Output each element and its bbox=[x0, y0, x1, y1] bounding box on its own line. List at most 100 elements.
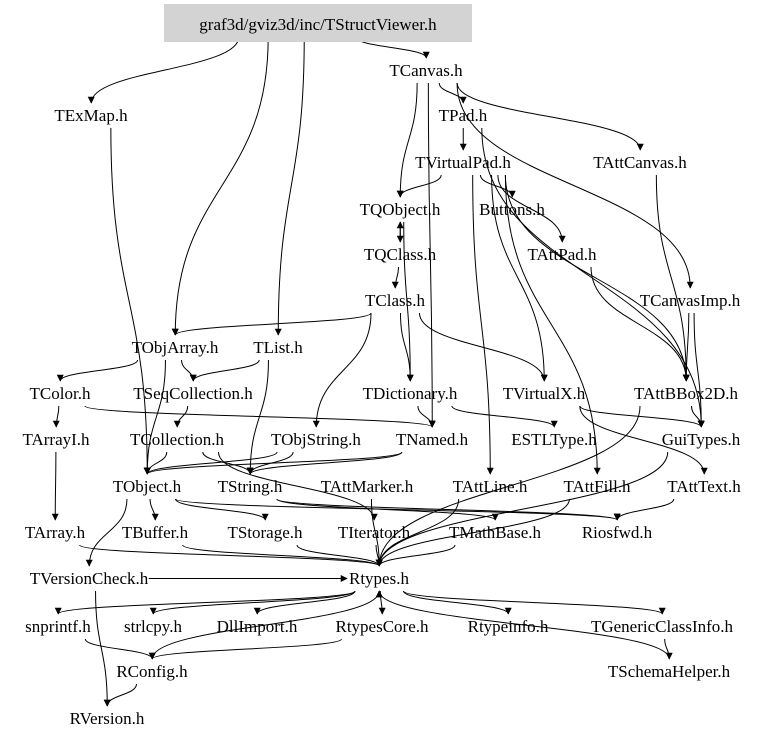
edge-tvirtualx-to-tatttext bbox=[579, 405, 708, 475]
edge-tcanvas-to-tnamed bbox=[427, 82, 436, 428]
node-tarrayi[interactable]: TArrayI.h bbox=[22, 430, 90, 449]
edge-texmap-to-tobject bbox=[110, 127, 151, 475]
edge-tattcanvas-to-tattbbox2d bbox=[655, 174, 690, 382]
node-tgenericclassinfo[interactable]: TGenericClassInfo.h bbox=[591, 617, 734, 636]
node-riosfwd[interactable]: Riosfwd.h bbox=[582, 523, 653, 542]
edge-rconfig-to-rversion bbox=[103, 683, 137, 707]
edge-rtypes-to-tgenericclassinfo bbox=[402, 590, 666, 615]
node-rtypeinfo[interactable]: Rtypeinfo.h bbox=[468, 617, 549, 636]
node-tatttext[interactable]: TAttText.h bbox=[667, 477, 741, 496]
node-tattfill[interactable]: TAttFill.h bbox=[563, 477, 631, 496]
edge-tcanvas-to-tpad bbox=[438, 82, 467, 104]
node-tcolor[interactable]: TColor.h bbox=[30, 384, 91, 403]
edge-tcolor-to-tarrayi bbox=[52, 405, 60, 428]
edge-tobjarray-to-tobject bbox=[143, 359, 166, 475]
node-tarray[interactable]: TArray.h bbox=[25, 523, 86, 542]
node-tnamed[interactable]: TNamed.h bbox=[396, 430, 469, 449]
edge-tqobject-to-tdictionary bbox=[403, 221, 414, 382]
node-tdictionary[interactable]: TDictionary.h bbox=[363, 384, 458, 403]
node-buttons[interactable]: Buttons.h bbox=[479, 200, 545, 219]
node-tobjarray[interactable]: TObjArray.h bbox=[132, 338, 219, 357]
node-snprintf[interactable]: snprintf.h bbox=[25, 617, 91, 636]
node-guitypes[interactable]: GuiTypes.h bbox=[662, 430, 741, 449]
edge-tschemahelper-to-rtypes bbox=[375, 590, 670, 660]
edge-rtypes-to-rtypeinfo bbox=[402, 590, 512, 615]
node-rtypescore[interactable]: RtypesCore.h bbox=[335, 617, 429, 636]
node-rconfig[interactable]: RConfig.h bbox=[116, 662, 188, 681]
edge-tobject-to-riosfwd bbox=[175, 498, 621, 521]
node-tqclass[interactable]: TQClass.h bbox=[364, 245, 437, 264]
node-tqobject[interactable]: TQObject.h bbox=[360, 200, 441, 219]
node-tobjstring[interactable]: TObjString.h bbox=[271, 430, 361, 449]
edge-tclass-to-tobjstring bbox=[312, 312, 372, 428]
edge-tattpad-to-tattbbox2d bbox=[590, 266, 690, 382]
edge-tcanvas-to-tqobject bbox=[396, 82, 418, 198]
node-tattcanvas[interactable]: TAttCanvas.h bbox=[593, 153, 687, 172]
edge-tclass-to-tdictionary bbox=[399, 312, 414, 382]
node-tattbbox2d[interactable]: TAttBBox2D.h bbox=[634, 384, 738, 403]
node-tvirtualx[interactable]: TVirtualX.h bbox=[503, 384, 586, 403]
edge-rtypes-to-dllimport bbox=[253, 590, 356, 615]
edge-tarray-to-rtypes bbox=[79, 544, 383, 567]
edge-tvirtualpad-to-tvirtualx bbox=[491, 174, 548, 382]
node-titerator[interactable]: TIterator.h bbox=[338, 523, 411, 542]
edge-tattmarker-to-rtypes bbox=[370, 498, 383, 567]
node-tclass[interactable]: TClass.h bbox=[365, 291, 425, 310]
edge-tclass-to-tvirtualx bbox=[418, 312, 548, 382]
node-tattline[interactable]: TAttLine.h bbox=[453, 477, 528, 496]
edge-tobjstring-to-tobject bbox=[143, 451, 278, 475]
edge-tattbbox2d-to-guitypes bbox=[690, 405, 705, 428]
root-node-background bbox=[164, 4, 472, 42]
node-rtypes[interactable]: Rtypes.h bbox=[349, 569, 409, 588]
edge-rtypes-to-snprintf bbox=[54, 590, 356, 615]
edge-tvirtualpad-to-tattpad bbox=[497, 174, 566, 243]
edge-rconfig-to-rtypes bbox=[151, 590, 383, 660]
node-dllimport[interactable]: DllImport.h bbox=[217, 617, 298, 636]
node-tattpad[interactable]: TAttPad.h bbox=[528, 245, 597, 264]
node-tbuffer[interactable]: TBuffer.h bbox=[122, 523, 189, 542]
edge-tcolor-to-tnamed bbox=[84, 405, 436, 428]
edge-tvirtualx-to-guitypes bbox=[579, 405, 705, 428]
edge-tclass-to-tobjarray bbox=[171, 312, 372, 336]
edge-tvirtualpad-to-tattbbox2d bbox=[504, 174, 690, 382]
edge-tcanvas-to-tattcanvas bbox=[456, 82, 644, 151]
edge-tseqcollection-to-tcollection bbox=[173, 405, 189, 428]
edge-layer bbox=[51, 36, 708, 707]
root-node[interactable]: graf3d/gviz3d/inc/TStructViewer.h bbox=[199, 15, 437, 34]
node-tattmarker[interactable]: TAttMarker.h bbox=[321, 477, 414, 496]
edge-tcanvasimp-to-guitypes bbox=[693, 312, 705, 428]
node-tcollection[interactable]: TCollection.h bbox=[130, 430, 224, 449]
node-tseqcollection[interactable]: TSeqCollection.h bbox=[133, 384, 253, 403]
node-estltype[interactable]: ESTLType.h bbox=[511, 430, 597, 449]
edge-tnamed-to-tstring bbox=[246, 451, 403, 475]
edge-tstring-to-tmathbase bbox=[276, 498, 499, 521]
edge-guitypes-to-rtypes bbox=[375, 451, 669, 567]
node-rversion[interactable]: RVersion.h bbox=[70, 709, 145, 728]
node-tcanvasimp[interactable]: TCanvasImp.h bbox=[640, 291, 741, 310]
node-tversioncheck[interactable]: TVersionCheck.h bbox=[30, 569, 149, 588]
edge-tobjarray-to-tcolor bbox=[56, 359, 139, 382]
edge-root-to-texmap bbox=[87, 36, 240, 104]
edge-tqclass-to-tclass bbox=[391, 266, 399, 289]
node-tobject[interactable]: TObject.h bbox=[113, 477, 182, 496]
edge-tnamed-to-tobject bbox=[143, 451, 403, 475]
edge-tarrayi-to-tarray bbox=[51, 451, 59, 521]
node-tmathbase[interactable]: TMathBase.h bbox=[449, 523, 542, 542]
edge-tcanvas-to-tcanvasimp bbox=[456, 82, 694, 289]
node-tschemahelper[interactable]: TSchemaHelper.h bbox=[608, 662, 731, 681]
node-tstring[interactable]: TString.h bbox=[218, 477, 283, 496]
node-texmap[interactable]: TExMap.h bbox=[54, 106, 128, 125]
edge-tmathbase-to-rtypes bbox=[375, 544, 456, 567]
node-tlist[interactable]: TList.h bbox=[253, 338, 303, 357]
node-tcanvas[interactable]: TCanvas.h bbox=[389, 61, 463, 80]
node-strlcpy[interactable]: strlcpy.h bbox=[124, 617, 182, 636]
node-tvirtualpad[interactable]: TVirtualPad.h bbox=[415, 153, 511, 172]
edge-tlist-to-tseqcollection bbox=[189, 359, 260, 382]
node-tstorage[interactable]: TStorage.h bbox=[227, 523, 303, 542]
edge-tatttext-to-riosfwd bbox=[613, 498, 675, 521]
node-tpad[interactable]: TPad.h bbox=[439, 106, 488, 125]
edge-tattline-to-rtypes bbox=[375, 498, 460, 567]
edge-root-to-tobjarray bbox=[171, 36, 269, 336]
